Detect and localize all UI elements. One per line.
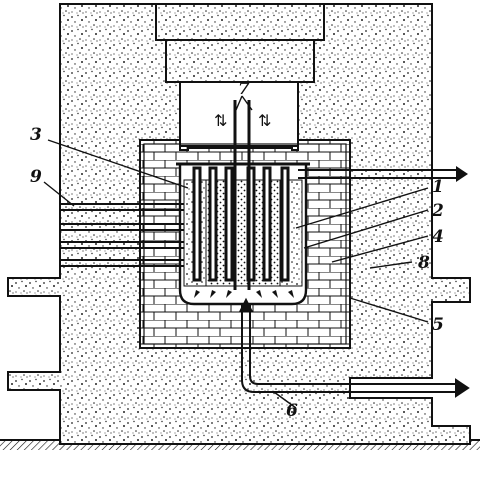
- control-rods: [233, 100, 251, 290]
- callout-8: 8: [417, 253, 430, 273]
- callout-4: 4: [432, 227, 444, 247]
- callout-9: 9: [30, 167, 42, 187]
- outlet-arrows: [194, 290, 294, 298]
- flow-mark-left: ⇅: [214, 111, 227, 130]
- leader-lines: [43, 95, 429, 409]
- coolant-inlet-pipe: [239, 297, 470, 398]
- callout-7: 7: [238, 79, 250, 99]
- horizontal-channels: [60, 203, 184, 267]
- flow-mark-right: ⇅: [258, 111, 271, 130]
- channels: [192, 166, 290, 282]
- callout-labels: 7 3 9 1 2 4 8 5 6: [30, 79, 444, 421]
- top-plug: [155, 3, 325, 83]
- callout-3: 3: [30, 125, 42, 145]
- shaft: [179, 81, 299, 147]
- callout-1: 1: [432, 177, 444, 197]
- callout-6: 6: [286, 401, 298, 421]
- coolant-outlet-pipe: [298, 166, 468, 182]
- callout-2: 2: [431, 201, 444, 221]
- callout-5: 5: [432, 315, 444, 335]
